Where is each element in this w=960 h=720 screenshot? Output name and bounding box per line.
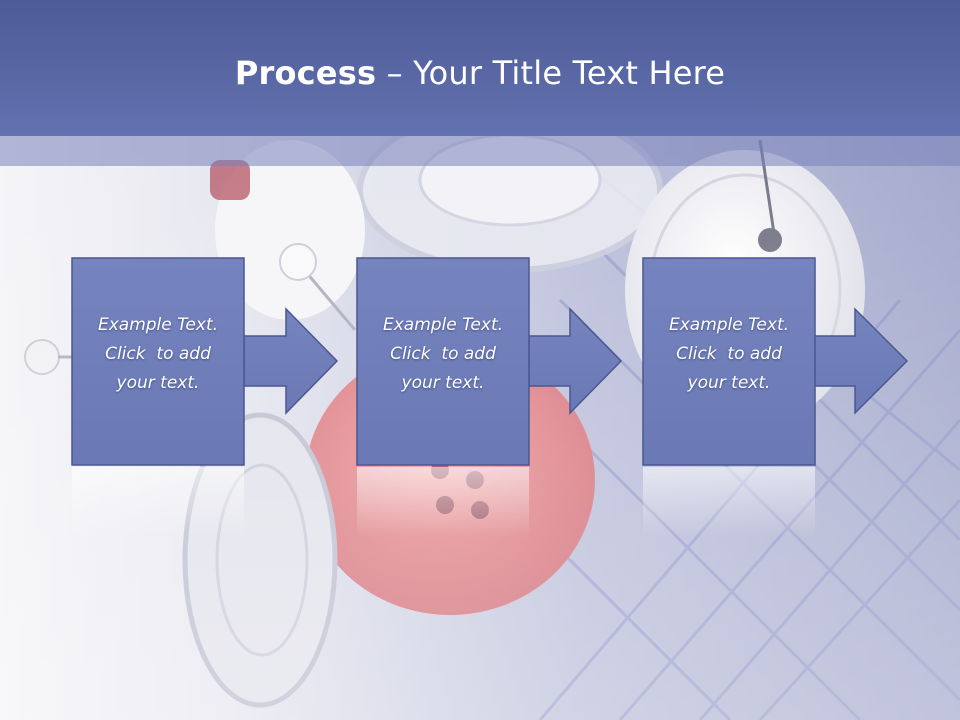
step-3-arrow [813,307,909,415]
slide-title[interactable]: Process – Your Title Text Here [0,54,960,92]
title-bar [0,0,960,136]
step-text-line: Click to add [105,344,211,364]
step-text-line: your text. [687,373,771,393]
process-step-3[interactable] [642,257,909,537]
step-text-line: Example Text. [668,315,790,335]
step-3-reflection [643,467,815,537]
step-2-reflection [357,467,529,537]
process-step-1[interactable] [71,257,339,537]
step-1-text[interactable]: Example Text. Click to add your text. [72,311,244,398]
step-text-line: Example Text. [382,315,504,335]
title-accent-strip [0,136,960,166]
step-1-reflection [72,467,244,537]
step-1-box [71,257,245,466]
step-text-line: Click to add [676,344,782,364]
slide-title-rest: – Your Title Text Here [376,54,726,92]
step-2-text[interactable]: Example Text. Click to add your text. [357,311,529,398]
step-3-box [642,257,816,466]
step-text-line: Example Text. [97,315,219,335]
step-text-line: Click to add [390,344,496,364]
step-text-line: your text. [401,373,485,393]
step-1-arrow [243,307,339,415]
step-3-text[interactable]: Example Text. Click to add your text. [643,311,815,398]
slide-title-bold: Process [234,54,377,92]
step-text-line: your text. [116,373,200,393]
step-2-arrow [528,307,623,415]
step-2-box [356,257,530,466]
process-step-2[interactable] [356,257,623,537]
